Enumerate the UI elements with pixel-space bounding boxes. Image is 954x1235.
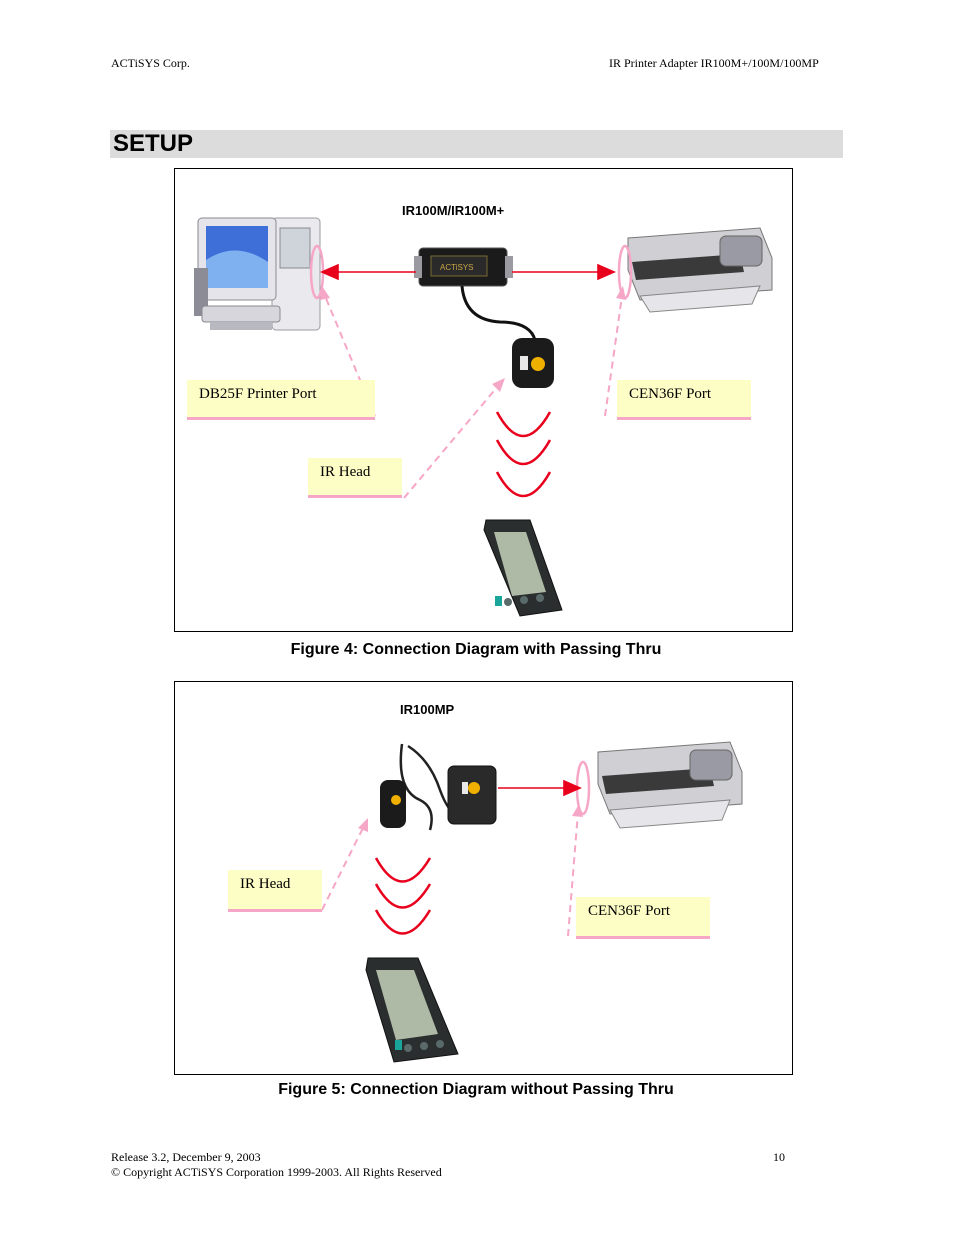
callout-cen36f-port: CEN36F Port (576, 897, 710, 939)
desktop-computer-icon (194, 217, 321, 331)
callout-db25f-port-label: DB25F Printer Port (199, 386, 317, 402)
printer-icon (597, 741, 743, 829)
figure-5-device-label: IR100MP (400, 702, 455, 717)
callout-arrowheads (358, 804, 583, 832)
figure-4-device-label: IR100M/IR100M+ (402, 203, 505, 218)
section-title-bar (110, 130, 843, 158)
ir-wave-icon (374, 857, 432, 935)
svg-text:ACTiSYS: ACTiSYS (440, 263, 474, 272)
callout-cen36f-port-label: CEN36F Port (629, 386, 712, 402)
header-product: IR Printer Adapter IR100M+/100M/100MP (609, 56, 819, 70)
callout-leader-lines (324, 295, 623, 499)
pda-icon (365, 957, 459, 1063)
cable-arrow (498, 779, 582, 797)
footer-copyright: © Copyright ACTiSYS Corporation 1999-200… (111, 1165, 442, 1179)
page-number: 10 (773, 1150, 785, 1164)
callout-cen36f-port-label: CEN36F Port (588, 903, 671, 919)
pda-icon (483, 519, 563, 617)
callout-arrowheads (320, 286, 626, 392)
printer-icon (627, 227, 773, 313)
figure-4-caption: Figure 4: Connection Diagram with Passin… (290, 641, 662, 658)
section-title: SETUP (113, 130, 194, 157)
callout-leader-lines (321, 811, 579, 937)
footer-release: Release 3.2, December 9, 2003 (111, 1150, 261, 1164)
callout-cen36f-port: CEN36F Port (617, 380, 751, 420)
callout-ir-head-label: IR Head (240, 876, 291, 892)
ir-wave-icon (495, 411, 552, 498)
callout-ir-head: IR Head (228, 870, 322, 912)
ir-head-icon (512, 338, 554, 388)
header-company: ACTiSYS Corp. (111, 56, 190, 70)
figure-5-caption: Figure 5: Connection Diagram without Pas… (278, 1081, 674, 1098)
callout-db25f-port: DB25F Printer Port (187, 380, 375, 420)
ir100m-adapter-icon: ACTiSYS (414, 247, 537, 341)
callout-ir-head: IR Head (308, 458, 402, 498)
cable-arrows (320, 263, 616, 281)
ir100mp-adapter-icon (380, 743, 497, 831)
callout-ir-head-label: IR Head (320, 464, 371, 480)
